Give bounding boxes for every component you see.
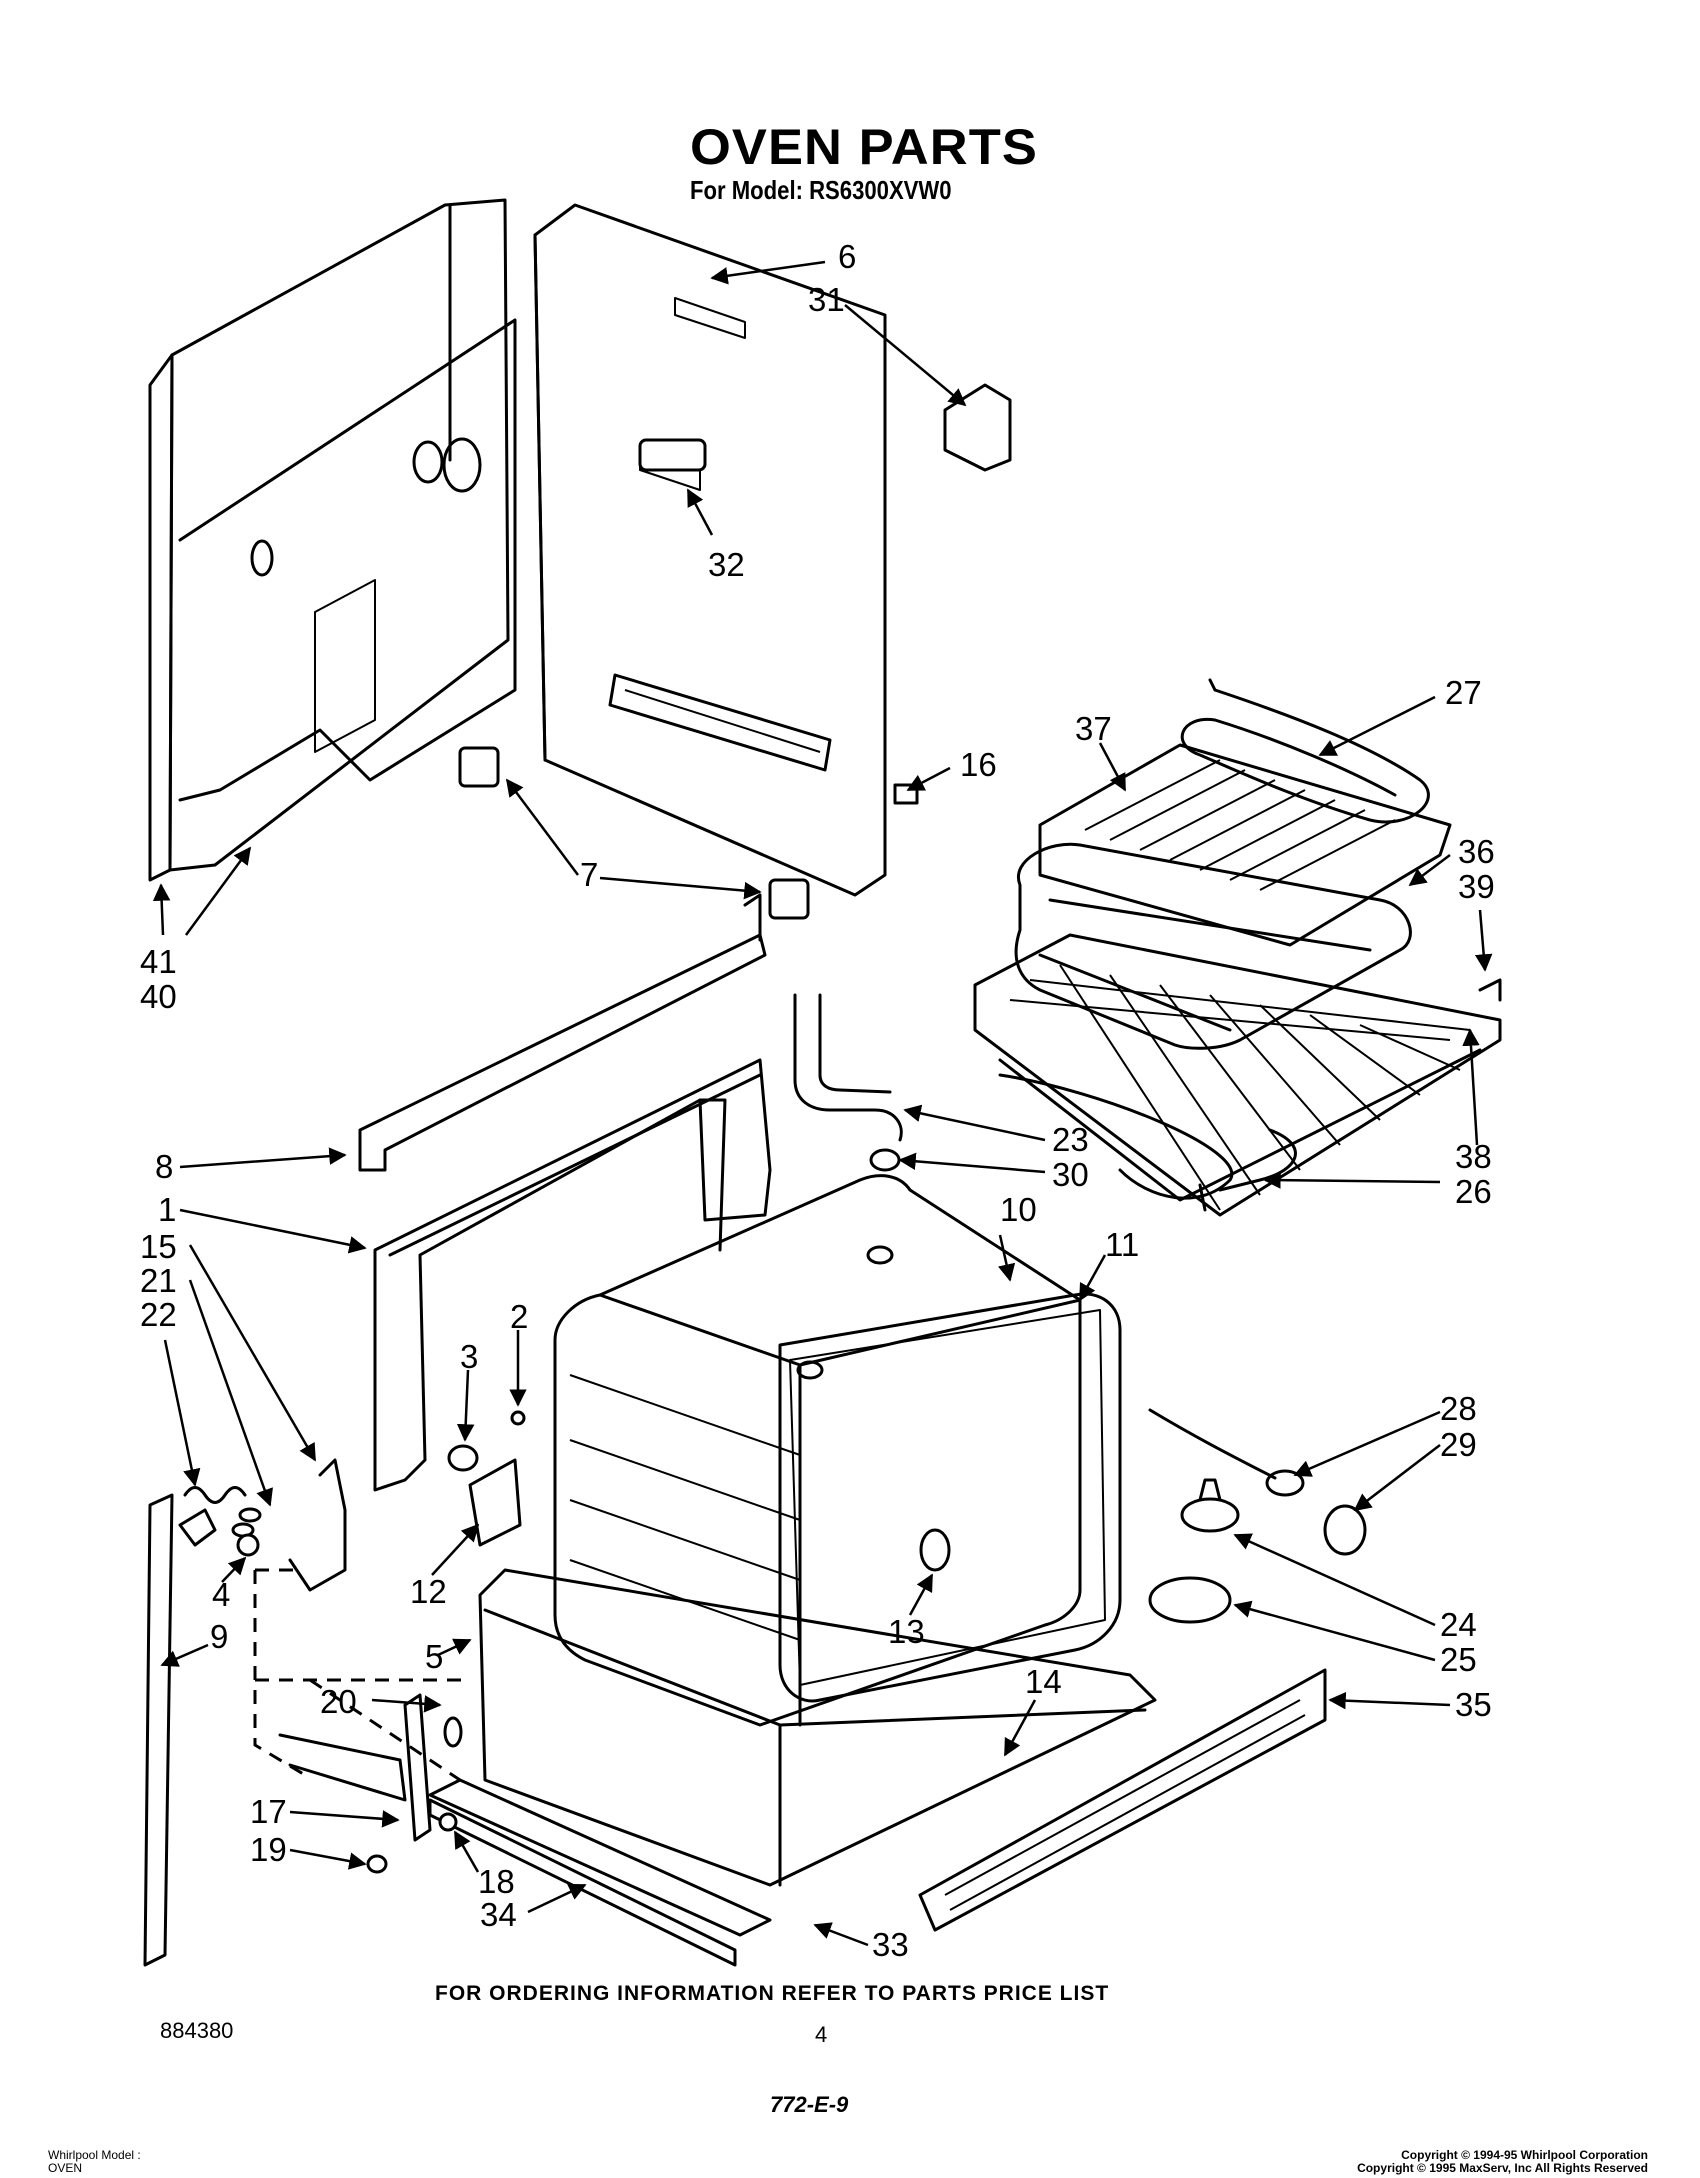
callout-16: 16 bbox=[960, 746, 997, 783]
front-rail-33 bbox=[428, 1778, 772, 1937]
callout-6: 6 bbox=[838, 238, 857, 275]
page-title: OVEN PARTS bbox=[690, 119, 1038, 175]
spacer-7b bbox=[768, 878, 810, 920]
callout-34: 34 bbox=[480, 1896, 517, 1933]
callout-33: 33 bbox=[872, 1926, 909, 1963]
copyright-whirlpool: Copyright © 1994-95 Whirlpool Corporatio… bbox=[1401, 2148, 1648, 2162]
rear-insulation-panel bbox=[148, 198, 517, 882]
callout-18: 18 bbox=[478, 1863, 515, 1900]
callout-23: 23 bbox=[1052, 1121, 1089, 1158]
front-frame-1 bbox=[373, 1058, 772, 1492]
broil-element-27 bbox=[1180, 678, 1430, 824]
nut-19 bbox=[366, 1854, 388, 1874]
callout-32: 32 bbox=[708, 546, 745, 583]
oven-liner-10 bbox=[553, 1174, 1082, 1727]
callout-4: 4 bbox=[212, 1576, 231, 1613]
callout-25: 25 bbox=[1440, 1641, 1477, 1678]
callout-1: 1 bbox=[158, 1191, 177, 1228]
vent-nut-30 bbox=[869, 1148, 901, 1172]
callout-10: 10 bbox=[1000, 1191, 1037, 1228]
bottom-left-model-label: Whirlpool Model : bbox=[48, 2148, 141, 2162]
light-housing-24 bbox=[1180, 1478, 1240, 1533]
ordering-note: FOR ORDERING INFORMATION REFER TO PARTS … bbox=[435, 1982, 1110, 2005]
oven-rack-38 bbox=[973, 933, 1502, 1217]
pin-20 bbox=[443, 1716, 463, 1748]
callout-22: 22 bbox=[140, 1296, 177, 1333]
page-number: 4 bbox=[815, 2022, 828, 2047]
callout-8: 8 bbox=[155, 1148, 174, 1185]
vent-tube-23 bbox=[793, 993, 903, 1142]
callout-3: 3 bbox=[460, 1338, 479, 1375]
callout-30: 30 bbox=[1052, 1156, 1089, 1193]
nut-4 bbox=[236, 1533, 260, 1557]
callout-40: 40 bbox=[140, 978, 177, 1015]
screw-2 bbox=[510, 1410, 526, 1426]
callout-27: 27 bbox=[1445, 674, 1482, 711]
top-bracket-8 bbox=[358, 893, 767, 1172]
callout-29: 29 bbox=[1440, 1426, 1477, 1463]
spacer-7a bbox=[458, 746, 500, 788]
callout-7: 7 bbox=[580, 856, 599, 893]
bottom-left-oven-label: OVEN bbox=[48, 2161, 83, 2175]
callout-17: 17 bbox=[250, 1793, 287, 1830]
callout-36: 36 bbox=[1458, 833, 1495, 870]
light-lens-25 bbox=[1148, 1576, 1232, 1624]
broiler-grid-37 bbox=[1038, 743, 1452, 947]
light-socket-28 bbox=[1148, 1408, 1305, 1497]
side-trim-9 bbox=[143, 1493, 174, 1967]
callout-2: 2 bbox=[510, 1298, 529, 1335]
callout-35: 35 bbox=[1455, 1686, 1492, 1723]
leader-lines bbox=[152, 260, 1493, 1947]
spring-22 bbox=[183, 1486, 247, 1504]
light-bulb-29 bbox=[1323, 1504, 1367, 1556]
callout-41: 41 bbox=[140, 943, 177, 980]
callout-11: 11 bbox=[1105, 1226, 1140, 1263]
bracket-12 bbox=[468, 1458, 522, 1547]
screw-18 bbox=[438, 1812, 458, 1832]
plug-13 bbox=[919, 1528, 951, 1572]
drawing-code: 772-E-9 bbox=[770, 2092, 849, 2117]
callout-26: 26 bbox=[1455, 1173, 1492, 1210]
callout-31: 31 bbox=[808, 281, 845, 318]
callout-13: 13 bbox=[888, 1613, 925, 1650]
roller-3 bbox=[447, 1444, 479, 1472]
callout-21: 21 bbox=[140, 1262, 177, 1299]
model-subtitle: For Model: RS6300XVW0 bbox=[690, 175, 952, 205]
callout-9: 9 bbox=[210, 1618, 229, 1655]
callout-15: 15 bbox=[140, 1228, 177, 1265]
diagram-number: 884380 bbox=[160, 2018, 234, 2043]
bracket-31 bbox=[943, 383, 1012, 472]
callout-20: 20 bbox=[320, 1683, 357, 1720]
door-gasket-11 bbox=[778, 1292, 1122, 1703]
callout-14: 14 bbox=[1025, 1663, 1062, 1700]
vent-grille-35 bbox=[918, 1668, 1327, 1932]
callout-5: 5 bbox=[425, 1638, 444, 1675]
callout-37: 37 bbox=[1075, 710, 1112, 747]
callout-24: 24 bbox=[1440, 1606, 1477, 1643]
callout-28: 28 bbox=[1440, 1390, 1477, 1427]
callout-39: 39 bbox=[1458, 868, 1495, 905]
copyright-maxserv: Copyright © 1995 MaxServ, Inc All Rights… bbox=[1357, 2161, 1648, 2175]
lower-hinge-17 bbox=[278, 1693, 432, 1842]
hinge-assembly-15 bbox=[178, 1458, 347, 1592]
callout-38: 38 bbox=[1455, 1138, 1492, 1175]
callout-19: 19 bbox=[250, 1831, 287, 1868]
lower-frame-dashed bbox=[253, 1568, 470, 1782]
connector-32 bbox=[638, 438, 707, 472]
oven-bottom-5 bbox=[478, 1568, 1157, 1887]
callout-12: 12 bbox=[410, 1573, 447, 1610]
